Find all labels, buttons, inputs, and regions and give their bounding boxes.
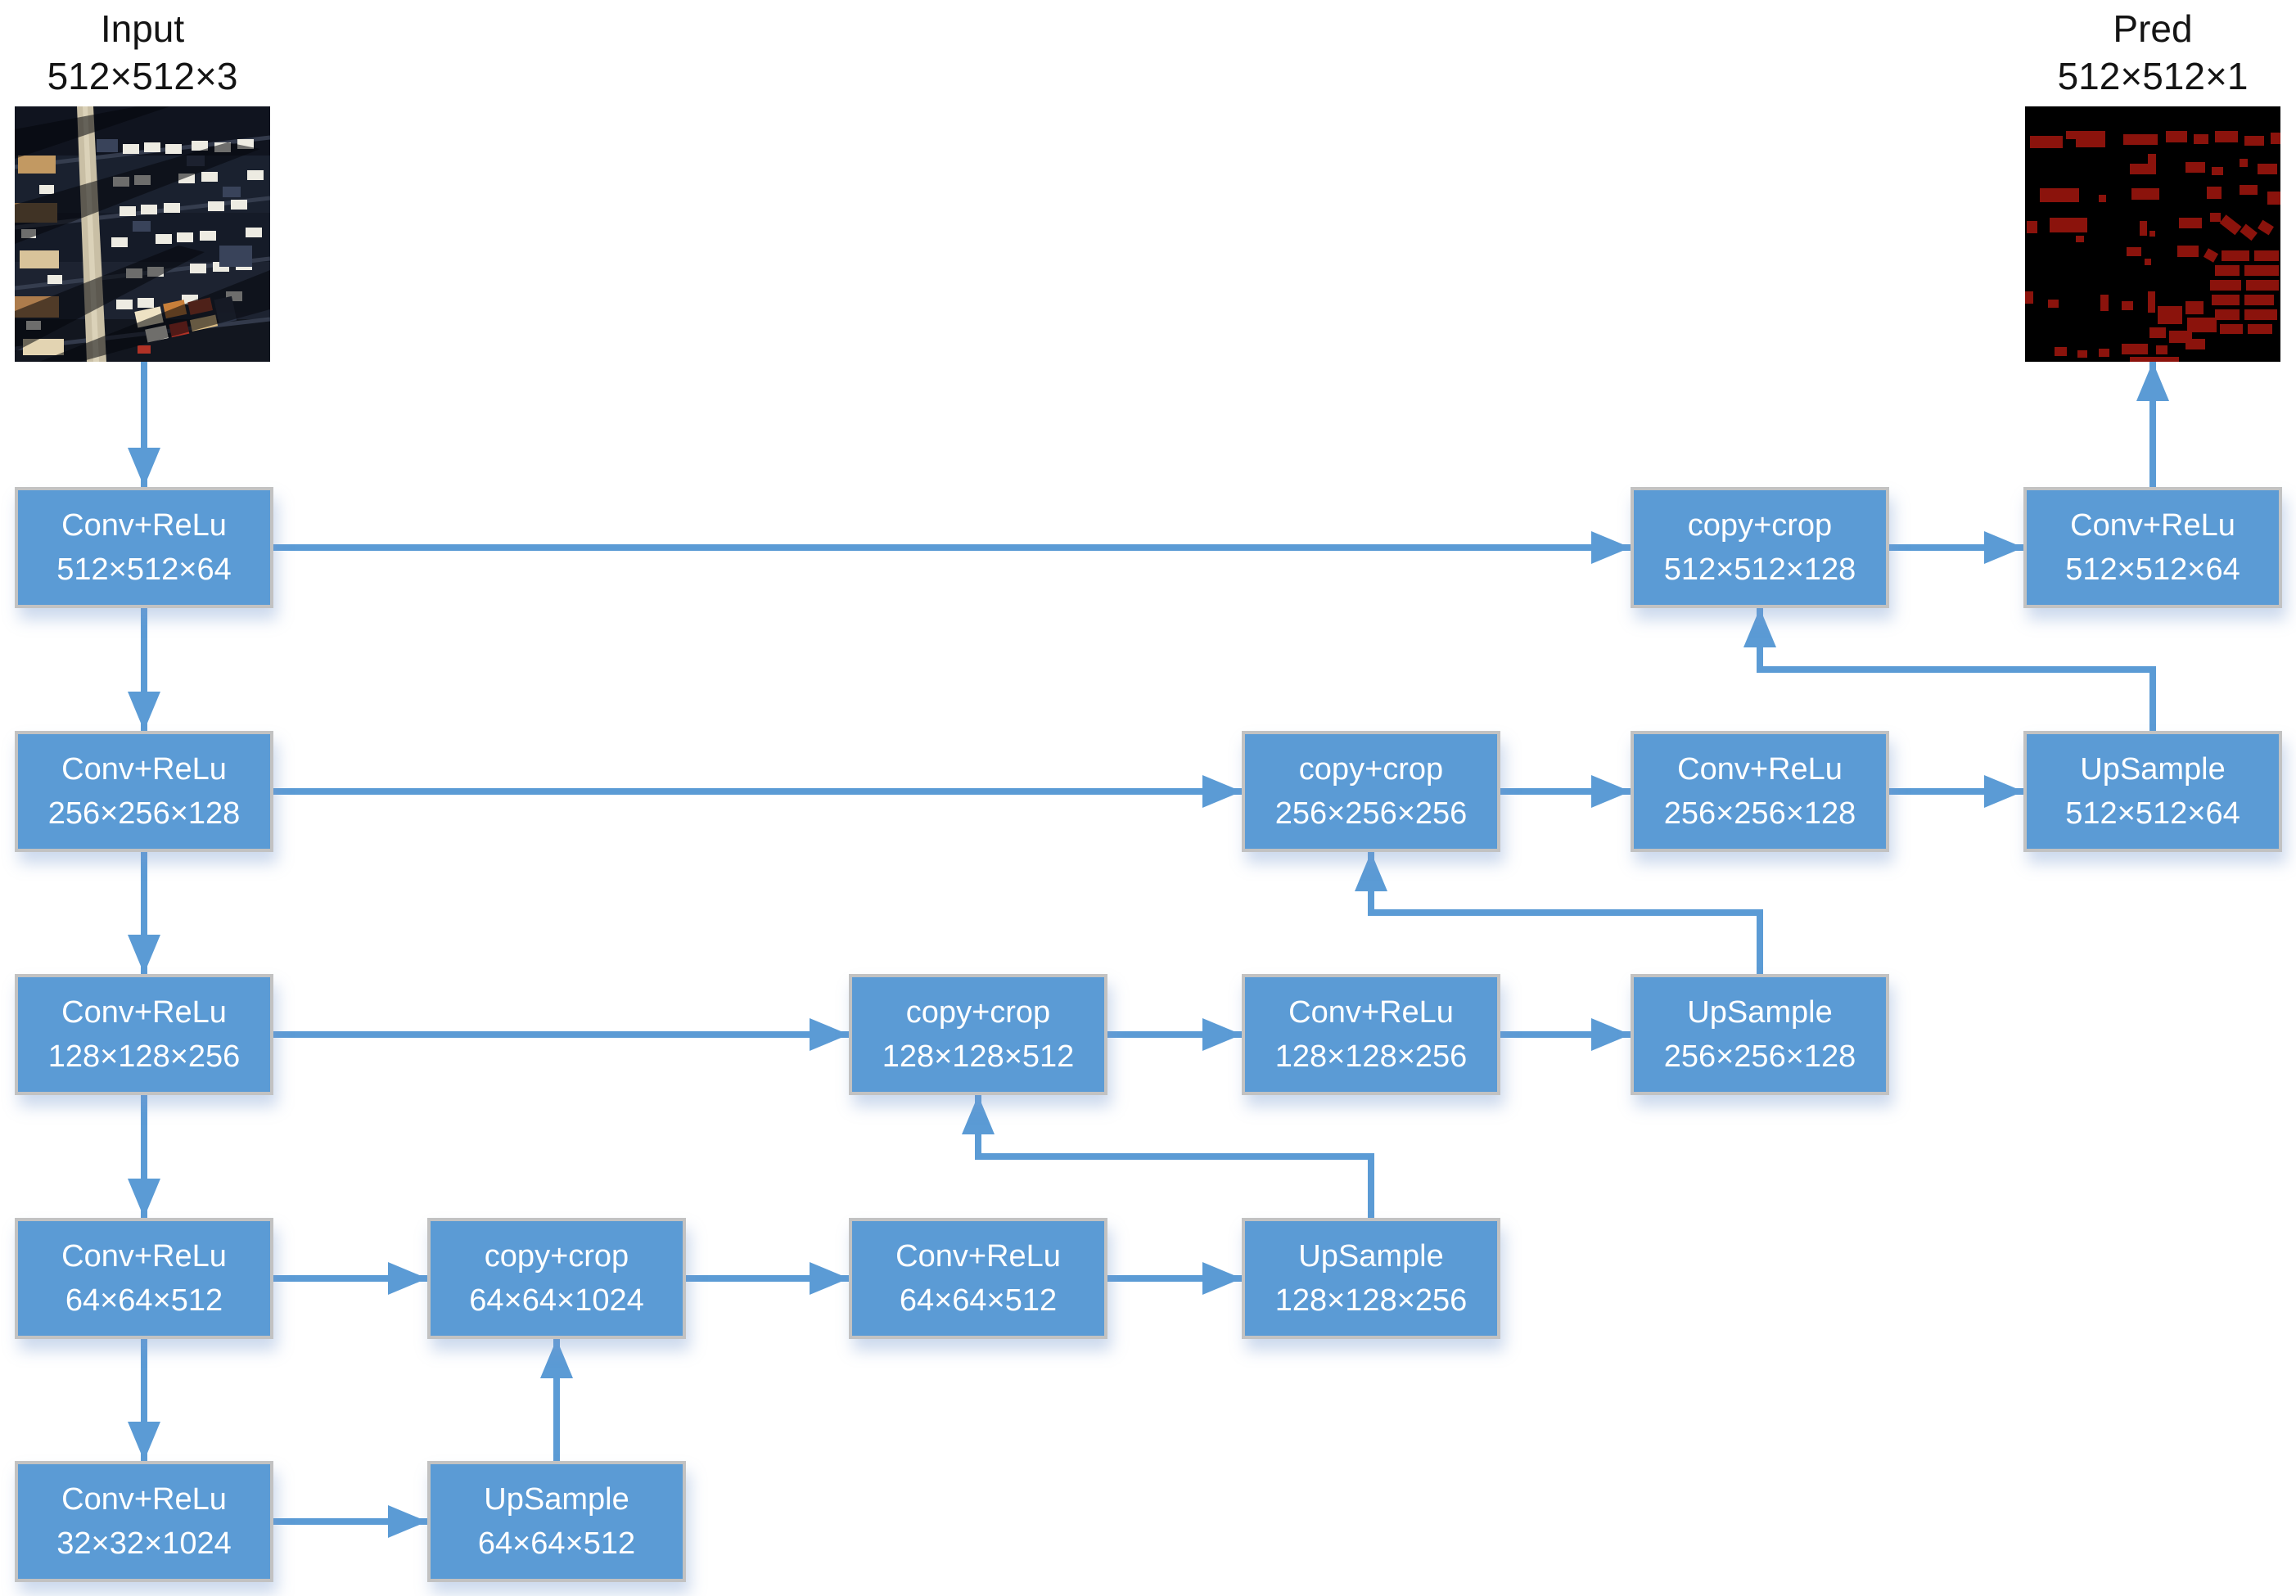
node-op-label: copy+crop	[905, 995, 1051, 1030]
node-dims-label: 256×256×128	[1663, 1039, 1856, 1074]
node-dims-label: 128×128×512	[882, 1039, 1075, 1074]
node-op-label: Conv+ReLu	[895, 1239, 1061, 1274]
node-op-label: Conv+ReLu	[61, 1482, 227, 1517]
input-label: Input 512×512×3	[15, 5, 270, 100]
node-dec64: Conv+ReLu 64×64×512	[849, 1218, 1107, 1339]
node-cc64: copy+crop 64×64×1024	[427, 1218, 686, 1339]
node-op-label: UpSample	[1687, 995, 1833, 1030]
node-dims-label: 64×64×512	[65, 1283, 223, 1318]
node-dims-label: 64×64×1024	[469, 1283, 644, 1318]
node-op-label: Conv+ReLu	[1677, 752, 1843, 787]
pred-image	[2025, 106, 2280, 362]
node-dec512: Conv+ReLu 512×512×64	[2023, 487, 2282, 608]
node-op-label: Conv+ReLu	[61, 508, 227, 543]
node-enc2: Conv+ReLu 256×256×128	[15, 731, 273, 852]
node-dec256: Conv+ReLu 256×256×128	[1631, 731, 1889, 852]
node-cc256: copy+crop 256×256×256	[1242, 731, 1500, 852]
building-masks	[2025, 131, 2280, 362]
node-op-label: UpSample	[1298, 1239, 1444, 1274]
node-op-label: UpSample	[484, 1482, 629, 1517]
node-cc512: copy+crop 512×512×128	[1631, 487, 1889, 608]
node-op-label: Conv+ReLu	[61, 995, 227, 1030]
pred-title: Pred	[2113, 7, 2193, 50]
node-op-label: UpSample	[2080, 752, 2226, 787]
node-up256: UpSample 256×256×128	[1631, 974, 1889, 1095]
node-op-label: Conv+ReLu	[61, 1239, 227, 1274]
node-dims-label: 64×64×512	[477, 1526, 636, 1561]
node-dims-label: 64×64×512	[899, 1283, 1058, 1318]
edge-up256-cc256	[1355, 852, 1763, 974]
shadow-bands	[15, 106, 270, 362]
node-cc128: copy+crop 128×128×512	[849, 974, 1107, 1095]
node-dims-label: 512×512×64	[2065, 552, 2240, 587]
node-up512: UpSample 512×512×64	[2023, 731, 2282, 852]
node-op-label: Conv+ReLu	[1288, 995, 1454, 1030]
node-up64: UpSample 64×64×512	[427, 1461, 686, 1582]
input-dims: 512×512×3	[47, 55, 238, 97]
node-dims-label: 512×512×64	[2065, 796, 2240, 831]
node-op-label: copy+crop	[1298, 752, 1444, 787]
node-op-label: copy+crop	[484, 1239, 629, 1274]
edge-up512-cc512	[1743, 608, 2156, 731]
node-enc5: Conv+ReLu 32×32×1024	[15, 1461, 273, 1582]
node-dims-label: 128×128×256	[1274, 1283, 1468, 1318]
node-op-label: Conv+ReLu	[61, 752, 227, 787]
node-dims-label: 32×32×1024	[56, 1526, 232, 1561]
node-dims-label: 512×512×128	[1663, 552, 1856, 587]
node-op-label: Conv+ReLu	[2070, 508, 2235, 543]
node-dims-label: 512×512×64	[56, 552, 232, 587]
node-enc1: Conv+ReLu 512×512×64	[15, 487, 273, 608]
node-dims-label: 128×128×256	[1274, 1039, 1468, 1074]
pred-dims: 512×512×1	[2057, 55, 2249, 97]
node-dims-label: 256×256×128	[1663, 796, 1856, 831]
node-op-label: copy+crop	[1687, 508, 1833, 543]
node-dims-label: 128×128×256	[47, 1039, 241, 1074]
input-title: Input	[100, 7, 185, 50]
node-up128: UpSample 128×128×256	[1242, 1218, 1500, 1339]
node-dims-label: 256×256×256	[1274, 796, 1468, 831]
edge-up128-cc128	[962, 1095, 1374, 1218]
node-enc3: Conv+ReLu 128×128×256	[15, 974, 273, 1095]
input-image	[15, 106, 270, 362]
node-enc4: Conv+ReLu 64×64×512	[15, 1218, 273, 1339]
node-dims-label: 256×256×128	[47, 796, 241, 831]
pred-label: Pred 512×512×1	[2025, 5, 2280, 100]
node-dec128: Conv+ReLu 128×128×256	[1242, 974, 1500, 1095]
